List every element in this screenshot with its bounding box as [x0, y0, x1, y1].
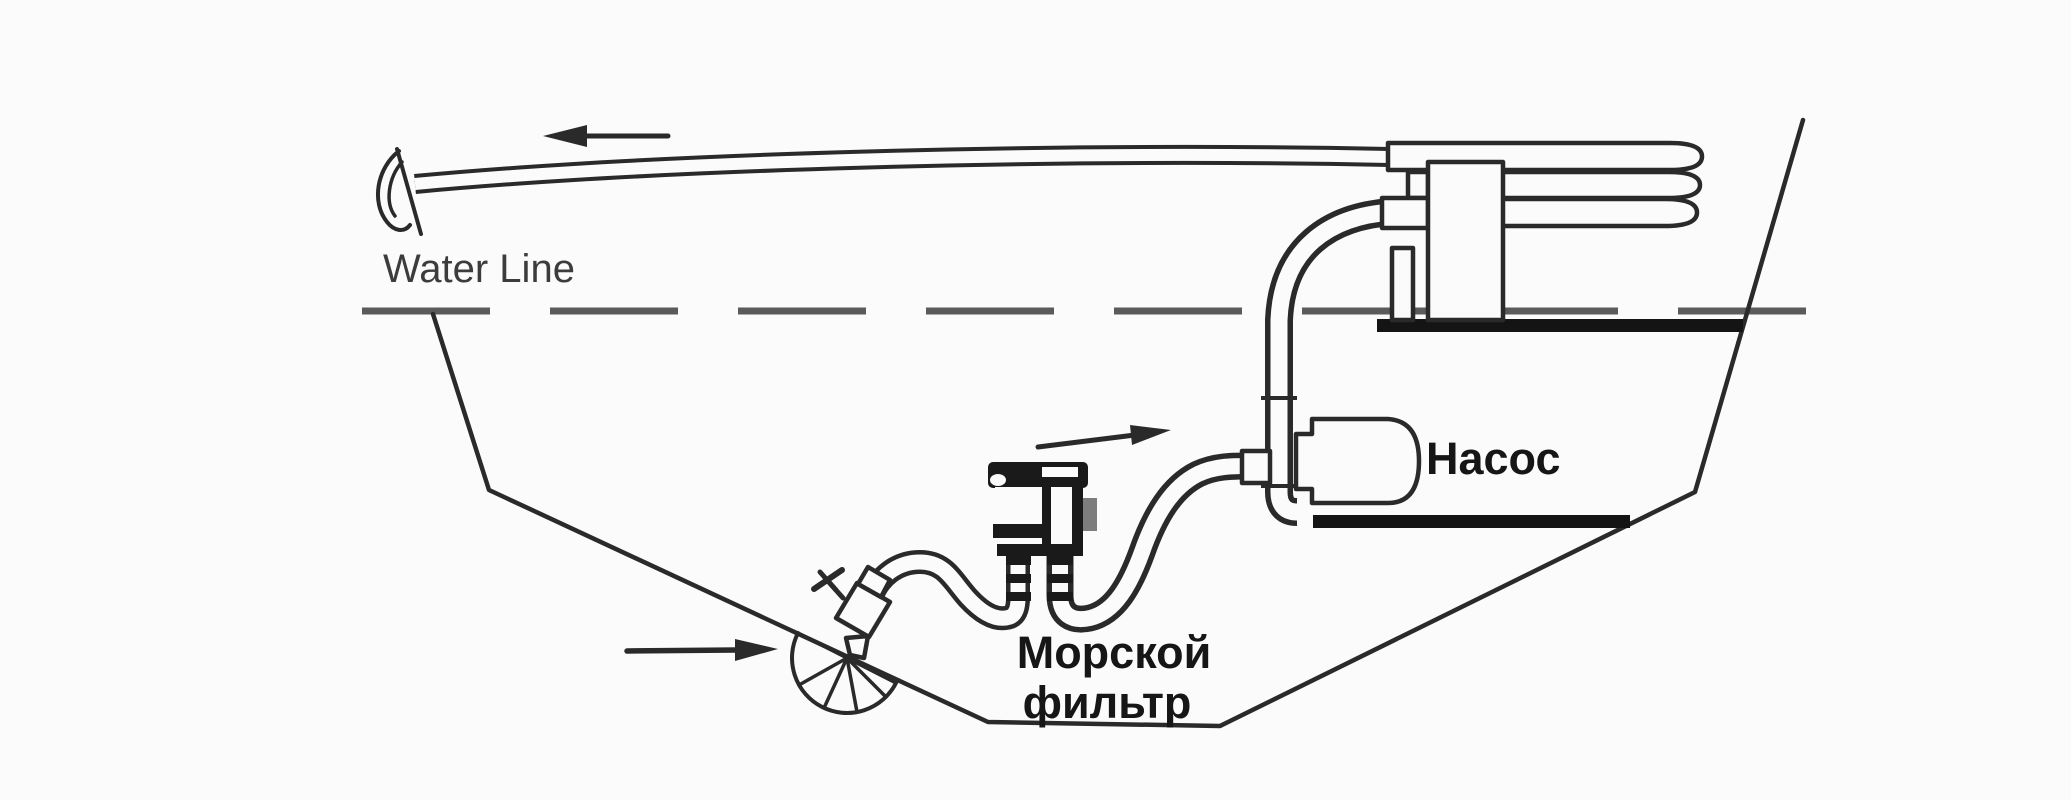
bow-exhaust-outlet — [375, 147, 423, 236]
filter-bowl-band — [993, 524, 1042, 538]
pump — [1239, 416, 1422, 506]
filter-bowl — [995, 487, 1042, 550]
engine-hose-stub — [1379, 195, 1431, 231]
pump-body — [1293, 416, 1422, 506]
seacock-nipple — [855, 564, 893, 600]
sea-filter-label-line1: Морской — [1017, 627, 1212, 678]
filter-side-tab — [1083, 498, 1097, 531]
riser-hose — [1261, 198, 1394, 526]
seacock-hose — [859, 549, 1030, 631]
suction-hose — [1046, 452, 1251, 633]
hose-rib-bands — [1006, 556, 1073, 601]
aft-bed — [1313, 515, 1630, 528]
intake-scoop-strainer — [790, 631, 898, 715]
water-intake-flow-arrow — [624, 639, 778, 661]
filter-lid-slot — [1042, 467, 1078, 478]
water-line-label: Water Line — [383, 247, 575, 291]
exhaust-hose — [414, 145, 1391, 194]
filter-lid-port — [990, 474, 1006, 486]
pump-inlet-nipple — [1239, 448, 1273, 486]
engine-heat-exchanger — [1379, 140, 1705, 323]
filter-housing-slot — [1051, 487, 1072, 545]
exhaust-flow-arrow — [543, 125, 671, 147]
seacock-handle — [811, 567, 846, 601]
hull-outline — [430, 117, 1806, 729]
pump-label: Насос — [1426, 433, 1560, 484]
sea-filter — [988, 462, 1097, 556]
seacock-valve — [811, 564, 893, 661]
sea-filter-label-line2: фильтр — [1023, 677, 1192, 728]
engine-mount-bracket — [1389, 245, 1416, 323]
scoop-spokes — [797, 656, 888, 714]
exchanger-tube — [1497, 196, 1700, 229]
engine-block — [1425, 159, 1506, 323]
filter-base — [997, 544, 1083, 556]
filter-to-pump-flow-arrow — [1035, 425, 1171, 450]
engine-stub — [1405, 169, 1431, 201]
seacock-neck — [843, 633, 871, 661]
exchanger-tube — [1497, 169, 1703, 201]
